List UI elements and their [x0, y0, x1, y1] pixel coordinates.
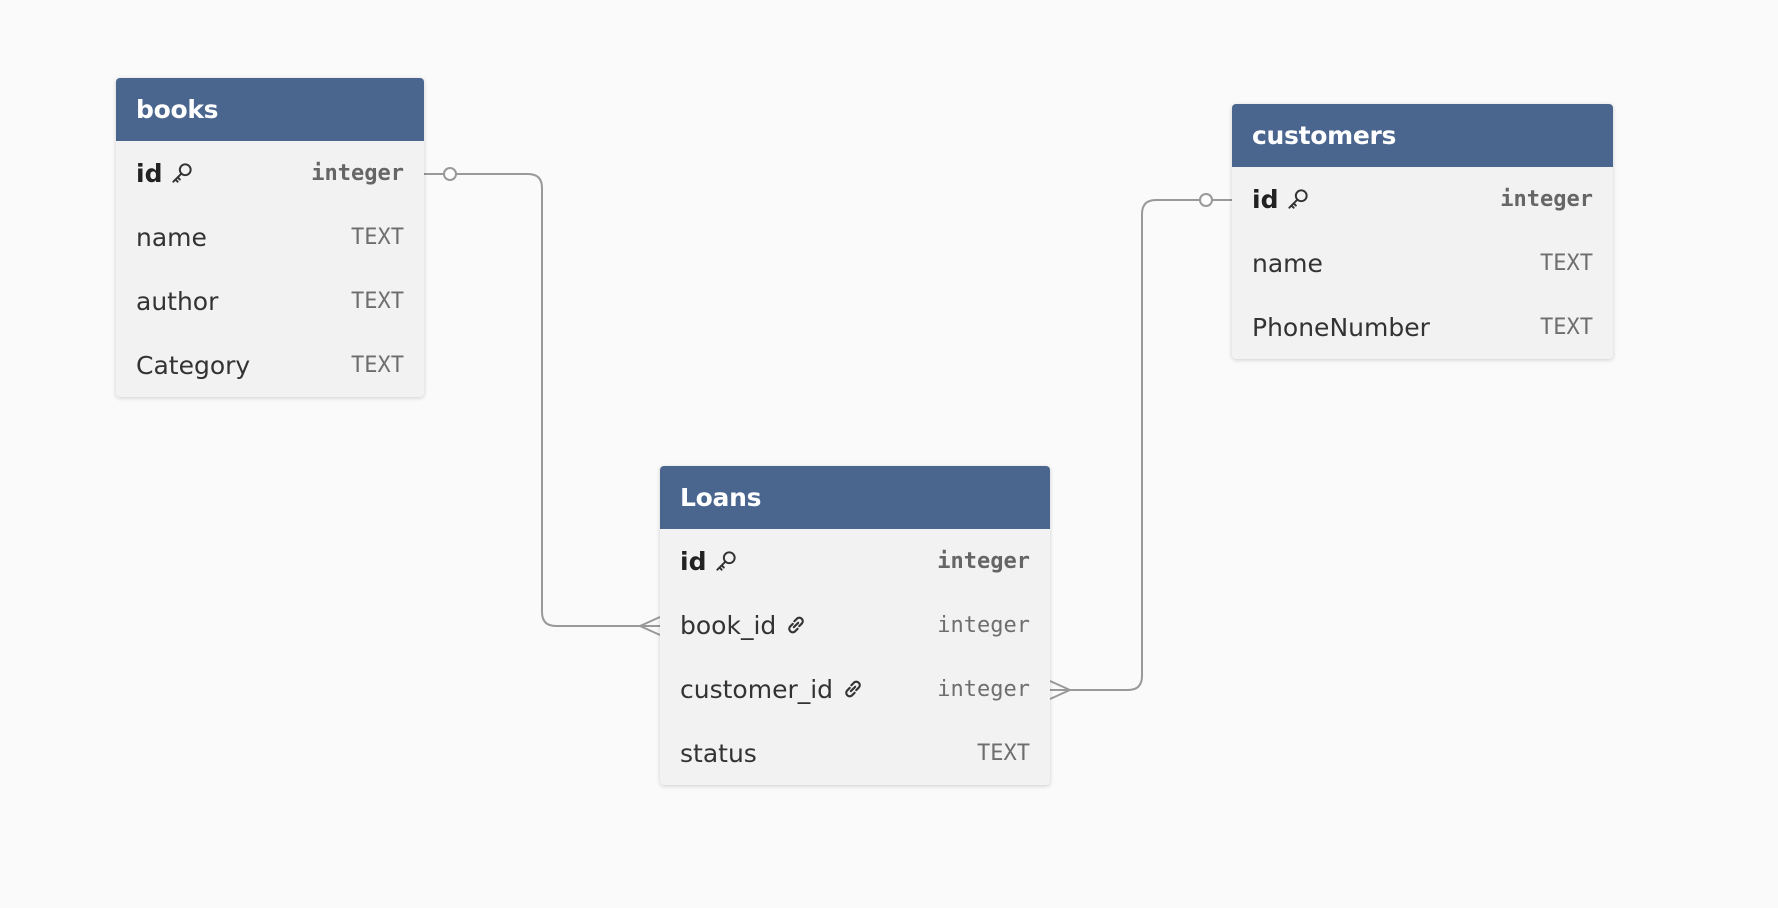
zero-or-one-marker: [1199, 193, 1213, 207]
connector-line: [1050, 199, 1232, 691]
entity-header[interactable]: customers: [1232, 104, 1613, 167]
column-type: integer: [937, 612, 1030, 638]
column-name: PhoneNumber: [1252, 312, 1430, 342]
column-row-id[interactable]: id integer: [660, 529, 1050, 593]
column-row-author[interactable]: author TEXT: [116, 269, 424, 333]
column-name: customer_id: [680, 674, 834, 704]
column-row-status[interactable]: status TEXT: [660, 721, 1050, 785]
entity-customers[interactable]: customers id integer name TEXT PhoneNumb…: [1232, 104, 1613, 359]
column-type: integer: [937, 548, 1030, 574]
entity-title: Loans: [680, 483, 762, 512]
relationship-books-loans[interactable]: [424, 167, 661, 636]
column-name: name: [1252, 248, 1323, 278]
key-icon: [1285, 186, 1311, 212]
key-icon: [169, 160, 195, 186]
column-type: TEXT: [351, 288, 404, 314]
column-name: author: [136, 286, 219, 316]
entity-title: books: [136, 95, 219, 124]
column-row-category[interactable]: Category TEXT: [116, 333, 424, 397]
link-icon: [783, 612, 809, 638]
column-name: id: [680, 546, 707, 576]
column-row-phonenumber[interactable]: PhoneNumber TEXT: [1232, 295, 1613, 359]
entity-header[interactable]: books: [116, 78, 424, 141]
column-type: integer: [311, 160, 404, 186]
column-type: integer: [1500, 186, 1593, 212]
column-name: id: [1252, 184, 1279, 214]
zero-or-one-marker: [443, 167, 457, 181]
column-row-id[interactable]: id integer: [116, 141, 424, 205]
column-type: integer: [937, 676, 1030, 702]
column-type: TEXT: [1540, 314, 1593, 340]
connector-line: [424, 173, 660, 627]
relationship-customers-loans[interactable]: [1049, 193, 1232, 700]
column-type: TEXT: [351, 352, 404, 378]
column-type: TEXT: [351, 224, 404, 250]
column-name: status: [680, 738, 757, 768]
crowfoot-marker: [639, 616, 661, 636]
column-name: name: [136, 222, 207, 252]
column-row-id[interactable]: id integer: [1232, 167, 1613, 231]
key-icon: [713, 548, 739, 574]
column-name: id: [136, 158, 163, 188]
entity-title: customers: [1252, 121, 1397, 150]
crowfoot-marker: [1049, 680, 1071, 700]
column-row-customer-id[interactable]: customer_id integer: [660, 657, 1050, 721]
entity-books[interactable]: books id integer name TEXT author TEXT C…: [116, 78, 424, 397]
column-name: book_id: [680, 610, 777, 640]
column-row-name[interactable]: name TEXT: [116, 205, 424, 269]
column-type: TEXT: [1540, 250, 1593, 276]
column-name: Category: [136, 350, 251, 380]
column-row-book-id[interactable]: book_id integer: [660, 593, 1050, 657]
entity-header[interactable]: Loans: [660, 466, 1050, 529]
column-type: TEXT: [977, 740, 1030, 766]
entity-loans[interactable]: Loans id integer book_id integer custome…: [660, 466, 1050, 785]
link-icon: [840, 676, 866, 702]
column-row-name[interactable]: name TEXT: [1232, 231, 1613, 295]
